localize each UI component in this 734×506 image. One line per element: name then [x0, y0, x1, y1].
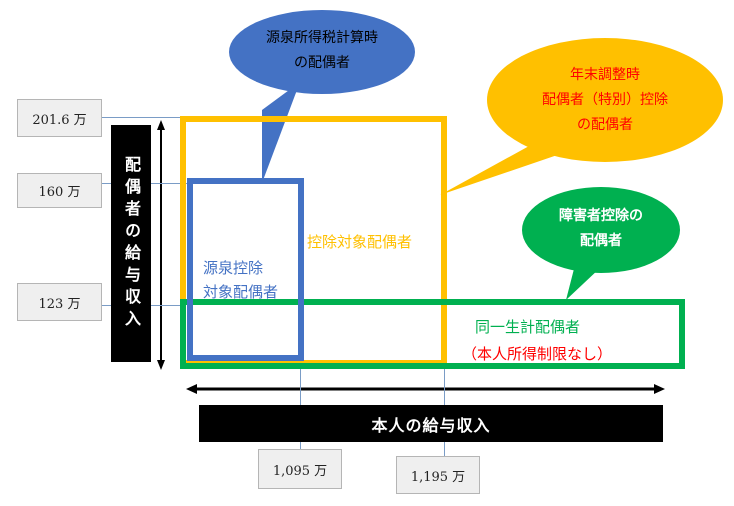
disability-callout-line1: 障害者控除の — [559, 208, 643, 224]
disability-callout-line2: 配偶者 — [580, 233, 622, 249]
withholding-callout-line1: 源泉所得税計算時 — [266, 30, 378, 46]
x-axis-arrow — [186, 384, 665, 394]
same-household-spouse-region — [180, 299, 685, 369]
x-tick-1195: 1,195 万 — [396, 456, 480, 494]
year-end-callout-line3: の配偶者 — [577, 117, 633, 133]
x-tick-1095: 1,095 万 — [258, 449, 342, 489]
withholding-callout-text: 源泉所得税計算時 の配偶者 — [262, 26, 382, 76]
x-axis-label: 本人の給与収入 — [199, 405, 663, 442]
y-tick-160: 160 万 — [17, 173, 102, 208]
disability-callout-bubble — [522, 187, 680, 300]
disability-callout-text: 障害者控除の 配偶者 — [541, 204, 661, 254]
year-end-callout-line1: 年末調整時 — [570, 67, 640, 83]
y-tick-201-6: 201.6 万 — [17, 99, 102, 137]
same-household-region-label: 同一生計配偶者 — [475, 318, 581, 336]
year-end-callout-line2: 配偶者（特別）控除 — [542, 92, 668, 108]
same-household-region-note: （本人所得制限なし） — [462, 345, 613, 363]
withholding-spouse-region — [187, 178, 304, 361]
y-tick-123: 123 万 — [17, 283, 102, 321]
year-end-callout-bubble — [440, 38, 723, 195]
y-connector-201-6 — [102, 117, 182, 118]
y-axis-arrow — [157, 120, 165, 370]
withholding-label-line2: 対象配偶者 — [203, 283, 279, 301]
year-end-callout-text: 年末調整時 配偶者（特別）控除 の配偶者 — [525, 63, 685, 138]
withholding-callout-line2: の配偶者 — [294, 55, 350, 71]
y-axis-label: 配偶者の給与収入 — [111, 125, 151, 362]
withholding-callout-bubble — [229, 10, 415, 183]
withholding-label-line1: 源泉控除 — [203, 259, 264, 277]
deduction-region-label: 控除対象配偶者 — [307, 233, 413, 251]
withholding-region-label: 源泉控除 対象配偶者 — [203, 256, 278, 304]
